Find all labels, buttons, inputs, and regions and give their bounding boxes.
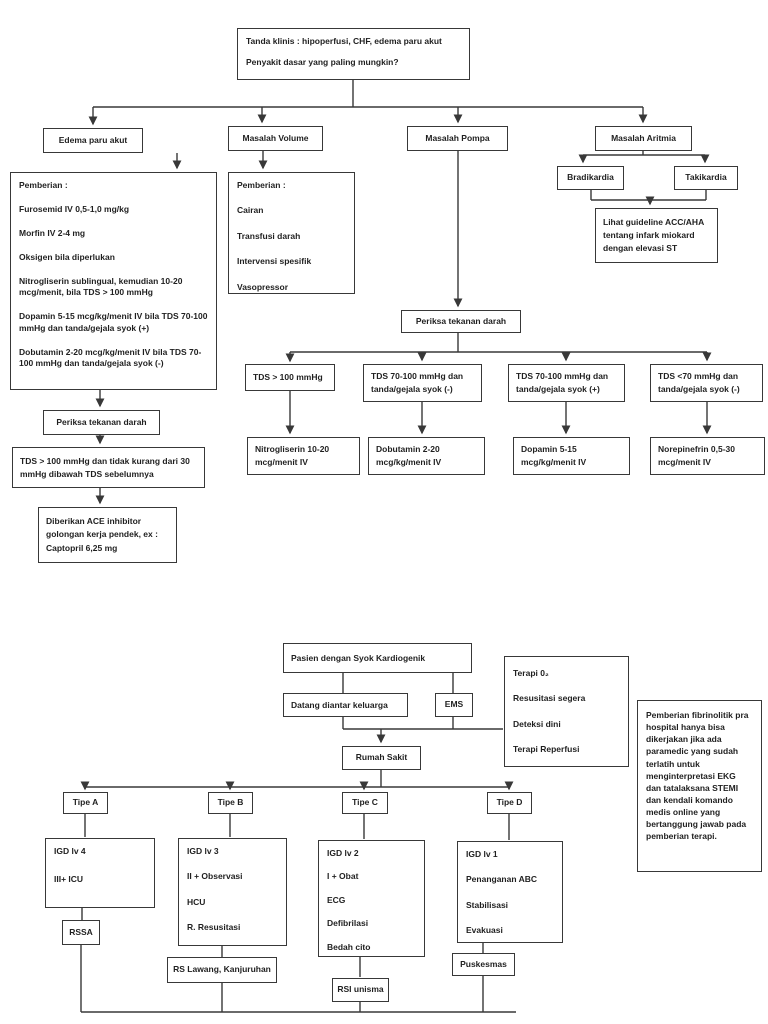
datang-keluarga-box: Datang diantar keluarga [283, 693, 408, 717]
tipe-b-box: Tipe B [208, 792, 253, 814]
bradikardia-box: Bradikardia [557, 166, 624, 190]
tipe-c-box: Tipe C [342, 792, 388, 814]
puskesmas-box: Puskesmas [452, 953, 515, 976]
periksa-tekanan-darah-pompa-box: Periksa tekanan darah [401, 310, 521, 333]
cond-tds-under-70-box: TDS <70 mmHg dan tanda/gejala syok (-) [650, 364, 763, 402]
tipe-a-box: Tipe A [63, 792, 108, 814]
periksa-tekanan-darah-edema-box: Periksa tekanan darah [43, 410, 160, 435]
masalah-volume-box: Masalah Volume [228, 126, 323, 151]
treat-dobutamin-box: Dobutamin 2-20 mcg/kg/menit IV [368, 437, 485, 475]
cond-tds-70-100-pos-box: TDS 70-100 mmHg dan tanda/gejala syok (+… [508, 364, 625, 402]
rumah-sakit-box: Rumah Sakit [342, 746, 421, 770]
masalah-aritmia-box: Masalah Aritmia [595, 126, 692, 151]
fibrinolitik-note-box: Pemberian fibrinolitik pra hospital hany… [637, 700, 762, 872]
tipe-d-box: Tipe D [487, 792, 532, 814]
edema-paru-akut-box: Edema paru akut [43, 128, 143, 153]
masalah-pompa-box: Masalah Pompa [407, 126, 508, 151]
cond-tds-70-100-neg-box: TDS 70-100 mmHg dan tanda/gejala syok (-… [363, 364, 482, 402]
pasien-syok-kardiogenik-box: Pasien dengan Syok Kardiogenik [283, 643, 472, 673]
ace-inhibitor-box: Diberikan ACE inhibitor golongan kerja p… [38, 507, 177, 563]
treat-nitrogliserin-box: Nitrogliserin 10-20 mcg/menit IV [247, 437, 360, 475]
takikardia-box: Takikardia [674, 166, 738, 190]
rssa-box: RSSA [62, 920, 100, 945]
rs-lawang-box: RS Lawang, Kanjuruhan [167, 957, 277, 983]
cond-tds-100-box: TDS > 100 mmHg [245, 364, 335, 391]
acc-aha-guideline-box: Lihat guideline ACC/AHA tentang infark m… [595, 208, 718, 263]
rsi-unisma-box: RSI unisma [332, 978, 389, 1002]
treat-dopamin-box: Dopamin 5-15 mcg/kg/menit IV [513, 437, 630, 475]
tds-followup-box: TDS > 100 mmHg dan tidak kurang dari 30 … [12, 447, 205, 488]
treat-norepinefrin-box: Norepinefrin 0,5-30 mcg/menit IV [650, 437, 765, 475]
ems-box: EMS [435, 693, 473, 717]
clinical-signs-box: Tanda klinis : hipoperfusi, CHF, edema p… [237, 28, 470, 80]
